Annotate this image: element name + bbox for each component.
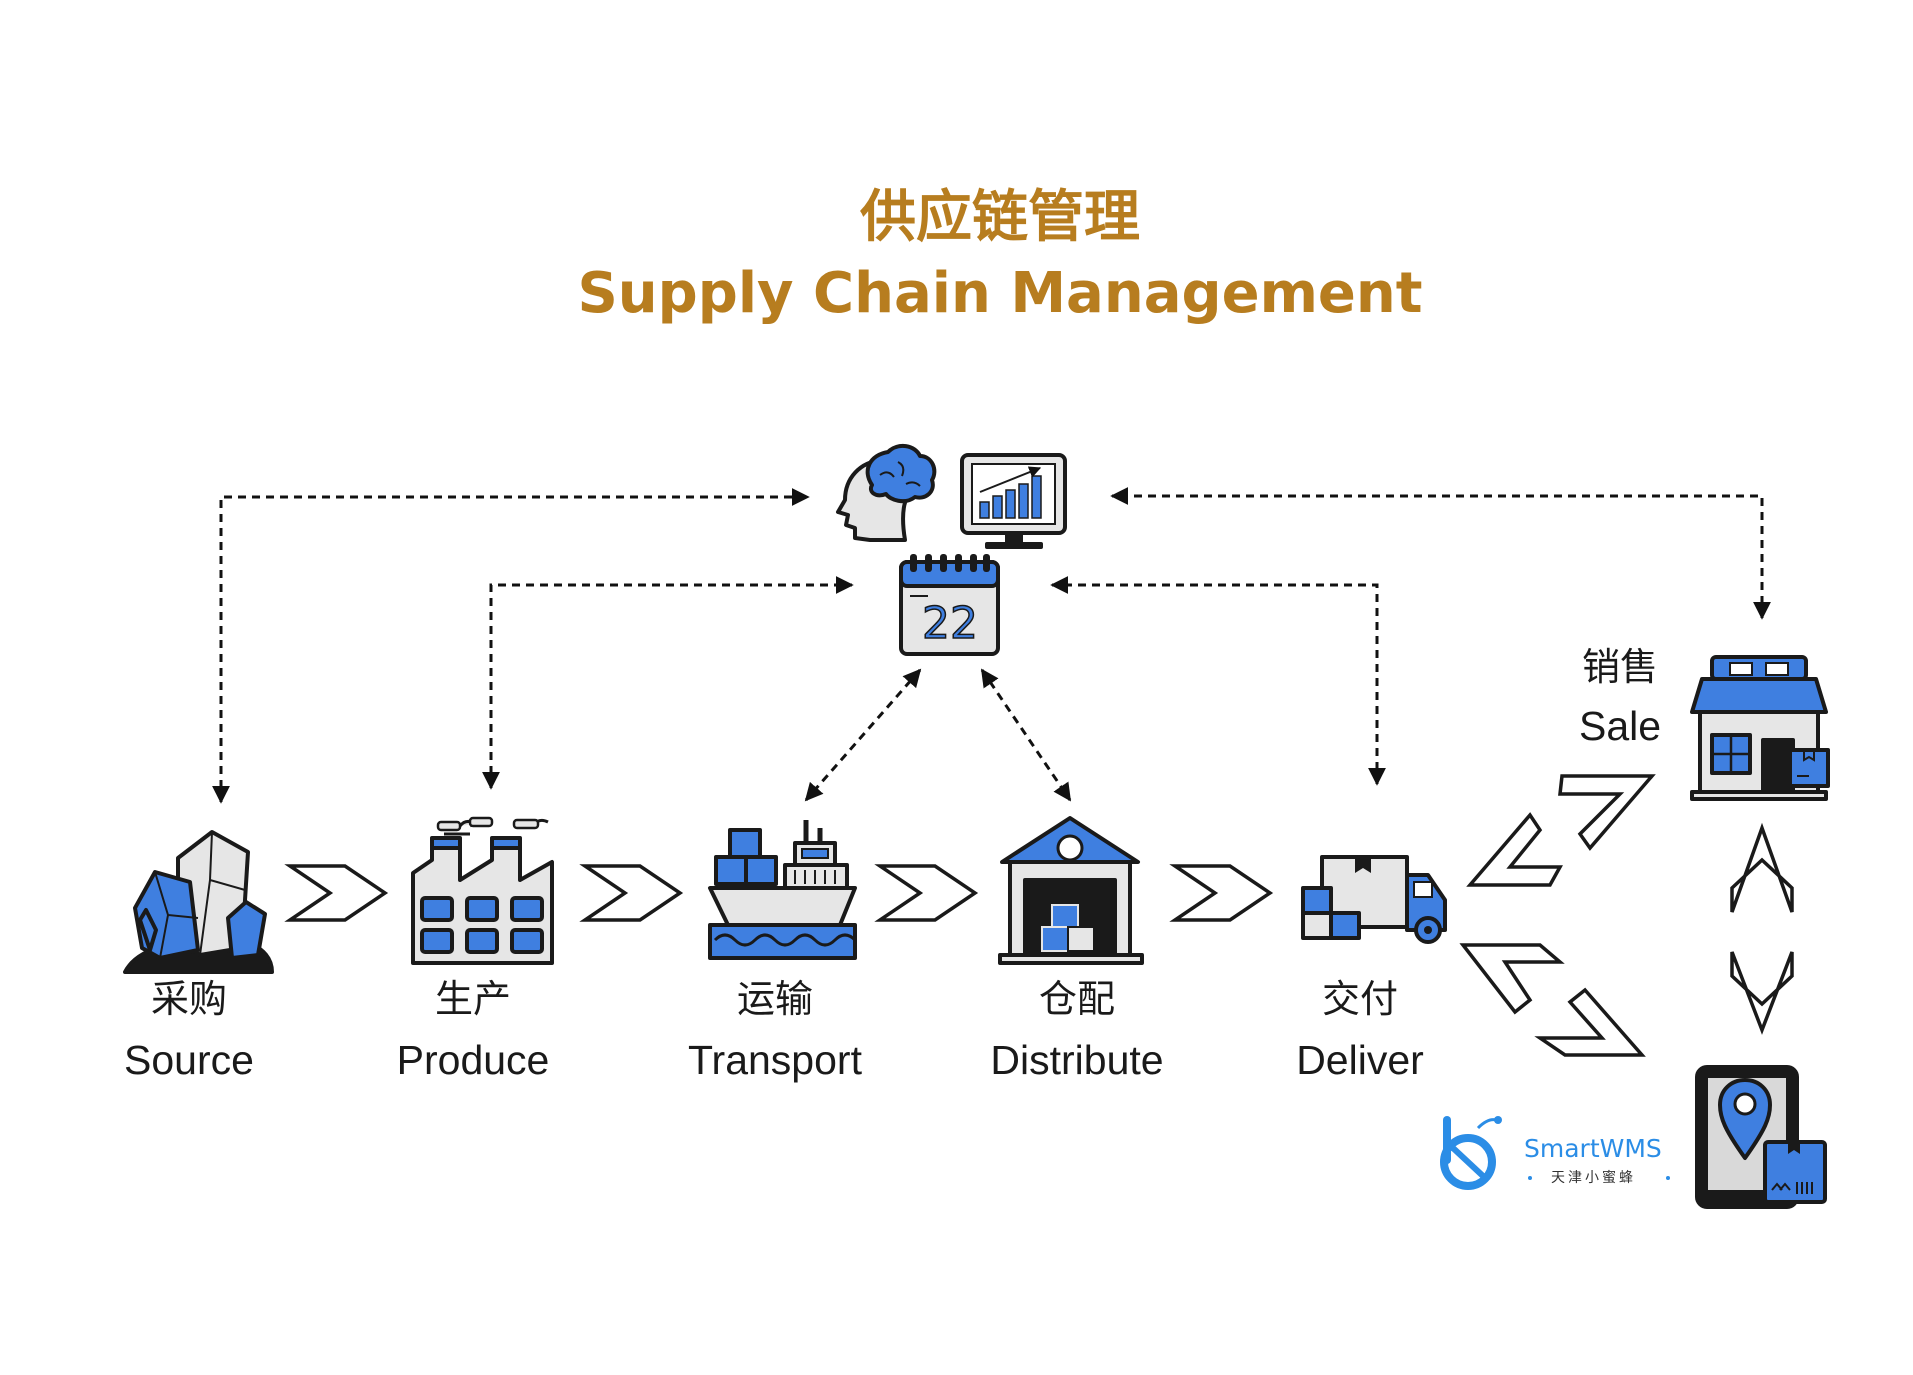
- title-zh: 供应链管理: [860, 185, 1140, 250]
- analytics-monitor-icon: [960, 453, 1067, 549]
- delivery-truck-icon: [1301, 855, 1447, 944]
- stage-label-en-deliver: Deliver: [1296, 1037, 1424, 1083]
- stage-label-zh-source: 采购: [151, 977, 227, 1021]
- chevron-to-sale: [1558, 774, 1656, 851]
- stage-label-en-produce: Produce: [397, 1037, 550, 1083]
- logo-subtitle: 天津小蜜蜂: [1551, 1170, 1636, 1186]
- arrow-sale-hub: [1110, 487, 1771, 620]
- factory-icon: [411, 816, 554, 965]
- smartwms-logo: SmartWMS 天津小蜜蜂: [1440, 1116, 1670, 1190]
- chevron-source-produce: [284, 864, 389, 922]
- arrow-deliver-hub: [1050, 576, 1386, 786]
- calendar-icon: 22: [899, 554, 1000, 656]
- store-icon: [1690, 655, 1830, 801]
- arrow-produce-hub: [482, 576, 854, 790]
- chevron-to-mobile: [1534, 987, 1646, 1057]
- arrow-source-hub: [212, 488, 810, 804]
- arrow-transport-hub: [804, 668, 922, 802]
- brain-head-icon: [836, 443, 937, 542]
- calendar-number: 22: [922, 598, 978, 649]
- cargo-ship-icon: [708, 820, 857, 960]
- chevron-up-to-sale: [1730, 822, 1794, 913]
- chevron-produce-transport: [579, 864, 684, 922]
- crystal-ore-icon: [123, 830, 274, 974]
- chevron-from-mobile: [1459, 943, 1565, 1015]
- stage-label-en-transport: Transport: [688, 1037, 863, 1083]
- stage-label-en-distribute: Distribute: [990, 1037, 1163, 1083]
- mobile-location-icon: [1695, 1065, 1827, 1209]
- stage-label-zh-transport: 运输: [737, 977, 813, 1021]
- stage-labels: 采购 Source 生产 Produce 运输 Transport 仓配 Dis…: [124, 645, 1661, 1083]
- stage-label-zh-produce: 生产: [435, 977, 511, 1021]
- flow-chevrons: [284, 774, 1794, 1057]
- chevron-from-sale: [1466, 812, 1563, 887]
- chevron-transport-distribute: [874, 864, 979, 922]
- stage-label-en-sale: Sale: [1579, 703, 1661, 749]
- title-en: Supply Chain Management: [577, 261, 1422, 326]
- chevron-distribute-deliver: [1169, 864, 1274, 922]
- stage-label-en-source: Source: [124, 1037, 254, 1083]
- feedback-arrows: [212, 487, 1771, 804]
- warehouse-icon: [998, 816, 1144, 965]
- arrow-distribute-hub: [980, 668, 1072, 802]
- chevron-down-to-mobile: [1730, 951, 1794, 1035]
- stage-label-zh-distribute: 仓配: [1039, 977, 1115, 1021]
- logo-name: SmartWMS: [1524, 1134, 1662, 1163]
- stage-label-zh-sale: 销售: [1582, 645, 1658, 689]
- stage-label-zh-deliver: 交付: [1322, 977, 1398, 1021]
